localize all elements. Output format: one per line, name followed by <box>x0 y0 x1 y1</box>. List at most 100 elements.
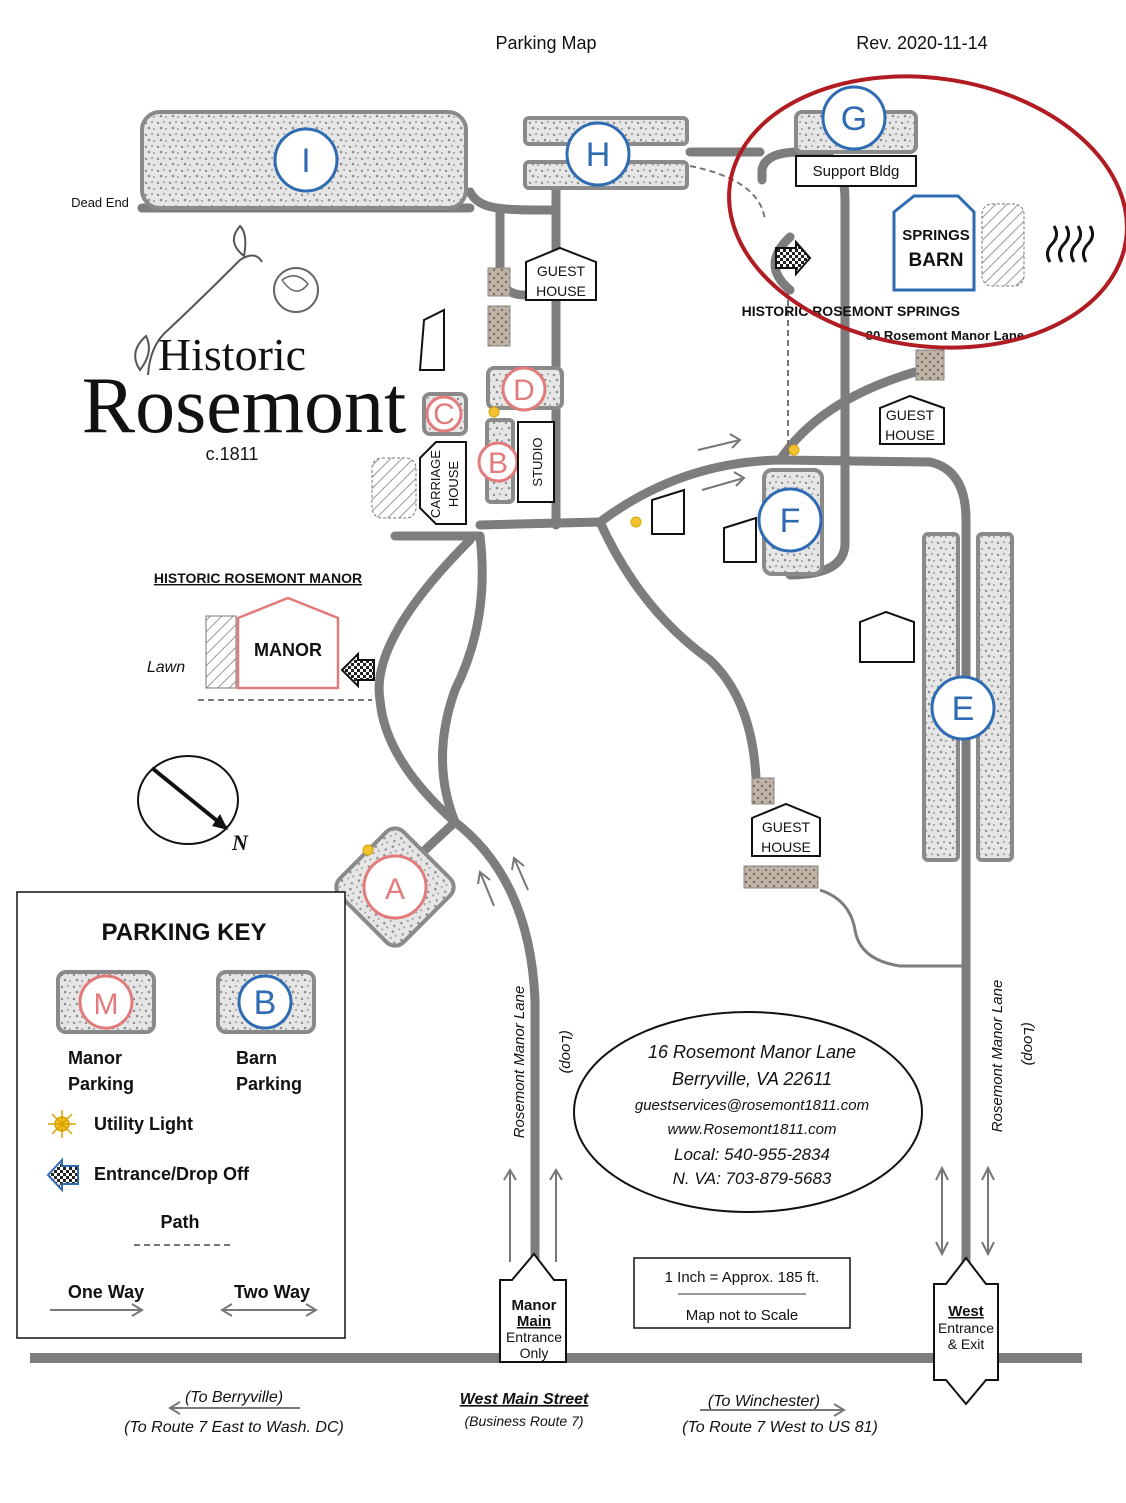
svg-text:Entrance/Drop Off: Entrance/Drop Off <box>94 1164 250 1184</box>
patio <box>981 203 1025 287</box>
path-dashed-top <box>689 165 766 221</box>
svg-text:Path: Path <box>160 1212 199 1232</box>
svg-text:B: B <box>254 984 277 1022</box>
svg-text:Main: Main <box>517 1313 551 1330</box>
svg-text:West: West <box>948 1303 984 1320</box>
lot-C[interactable]: C <box>422 392 468 436</box>
logo-rosemont: Rosemont <box>82 362 406 450</box>
one-way-arrows <box>477 433 746 1262</box>
svg-text:Entrance: Entrance <box>938 1320 994 1336</box>
svg-text:A: A <box>385 873 405 906</box>
small-building <box>723 516 757 563</box>
svg-text:I: I <box>301 142 310 180</box>
street-route: (Business Route 7) <box>464 1413 583 1429</box>
svg-text:Parking: Parking <box>68 1074 134 1094</box>
svg-text:STUDIO: STUDIO <box>530 437 545 486</box>
svg-text:GUEST: GUEST <box>762 819 811 835</box>
svg-text:F: F <box>780 502 801 540</box>
lot-H[interactable]: H <box>523 116 689 190</box>
svg-text:CARRIAGE: CARRIAGE <box>428 450 443 518</box>
rosemont-logo: Historic Rosemont c.1811 <box>82 224 406 464</box>
logo-historic: Historic <box>158 329 306 380</box>
svg-text:GUEST: GUEST <box>537 263 586 279</box>
two-way-arrows <box>935 1165 995 1257</box>
svg-text:& Exit: & Exit <box>948 1336 985 1352</box>
manor-building: MANOR <box>236 596 340 690</box>
entrance-icon <box>775 239 812 277</box>
carriage-house: CARRIAGE HOUSE <box>419 441 467 525</box>
svg-text:G: G <box>841 100 867 138</box>
guest-house-top: GUEST HOUSE <box>525 246 597 301</box>
lawn-area <box>205 615 237 689</box>
guest-house-bottom: GUEST HOUSE <box>751 802 821 857</box>
manor-title: HISTORIC ROSEMONT MANOR <box>154 570 362 586</box>
svg-text:GUEST: GUEST <box>886 407 935 423</box>
to-winchester: (To Winchester) <box>708 1393 820 1410</box>
svg-text:Parking: Parking <box>236 1074 302 1094</box>
svg-text:Entrance: Entrance <box>506 1329 562 1345</box>
east-arrow <box>700 1403 846 1417</box>
phone-nva: N. VA: 703-879-5683 <box>673 1169 832 1188</box>
contact-info: 16 Rosemont Manor Lane Berryville, VA 22… <box>573 1011 923 1213</box>
scale-box: 1 Inch = Approx. 185 ft. Map not to Scal… <box>633 1257 851 1329</box>
key-title: PARKING KEY <box>102 919 267 946</box>
lot-B[interactable]: B <box>477 418 519 504</box>
svg-text:Only: Only <box>520 1345 549 1361</box>
svg-text:B: B <box>488 447 508 480</box>
svg-text:HOUSE: HOUSE <box>885 427 935 443</box>
springs-address: 80 Rosemont Manor Lane <box>866 328 1024 343</box>
svg-text:1 Inch = Approx. 185 ft.: 1 Inch = Approx. 185 ft. <box>665 1269 820 1286</box>
lot-E[interactable]: E <box>922 532 1014 862</box>
address-line2: Berryville, VA 22611 <box>672 1069 832 1089</box>
svg-text:Manor: Manor <box>68 1048 122 1068</box>
north-compass: N <box>137 755 249 855</box>
small-building <box>418 308 445 371</box>
dead-end-label: Dead End <box>71 195 129 210</box>
small-lot <box>743 865 819 889</box>
lot-F[interactable]: F <box>757 468 824 576</box>
parking-key: PARKING KEY M B Manor Parking Barn Parki… <box>16 891 346 1339</box>
lane-label-right: Rosemont Manor Lane <box>989 980 1006 1133</box>
utility-light-icon <box>48 1110 76 1138</box>
to-us81: (To Route 7 West to US 81) <box>682 1419 878 1436</box>
small-building <box>859 610 915 663</box>
small-lot <box>751 777 775 805</box>
street-name: West Main Street <box>460 1391 589 1408</box>
address-line1: 16 Rosemont Manor Lane <box>648 1042 856 1062</box>
path-to-guest-house <box>819 888 966 968</box>
lot-A[interactable]: A <box>331 823 458 950</box>
small-lot <box>487 305 511 347</box>
patio <box>371 457 417 519</box>
north-label: N <box>231 830 249 855</box>
map-title: Parking Map <box>495 33 596 53</box>
lane-label-left: Rosemont Manor Lane <box>511 986 528 1139</box>
small-building <box>651 488 685 535</box>
website: www.Rosemont1811.com <box>668 1121 837 1138</box>
svg-text:SPRINGS: SPRINGS <box>902 227 970 244</box>
svg-text:M: M <box>94 988 119 1021</box>
utility-light-icon <box>362 406 800 856</box>
springs-title: HISTORIC ROSEMONT SPRINGS <box>742 303 960 319</box>
springs-icon <box>1045 225 1095 263</box>
support-building: Support Bldg <box>795 155 917 187</box>
to-dc: (To Route 7 East to Wash. DC) <box>124 1419 344 1436</box>
loop-label-right: (Loop) <box>1020 1022 1037 1065</box>
entrance-icon <box>340 651 375 689</box>
svg-text:HOUSE: HOUSE <box>536 283 586 299</box>
studio: STUDIO <box>517 421 555 503</box>
entrance-icon <box>46 1157 79 1193</box>
lot-I[interactable]: I <box>140 110 468 210</box>
svg-text:HOUSE: HOUSE <box>446 461 461 508</box>
svg-text:Manor: Manor <box>512 1297 557 1314</box>
lot-D[interactable]: D <box>486 366 564 412</box>
lot-G[interactable]: G <box>794 85 918 154</box>
svg-text:BARN: BARN <box>909 250 964 271</box>
svg-text:Two Way: Two Way <box>234 1282 310 1302</box>
svg-text:HOUSE: HOUSE <box>761 839 811 855</box>
manor-entrance: Manor Main Entrance Only <box>499 1252 567 1363</box>
svg-text:MANOR: MANOR <box>254 640 322 660</box>
loop-label-left: (Loop) <box>558 1030 575 1073</box>
springs-barn: SPRINGS BARN <box>892 194 976 292</box>
svg-text:Map not to Scale: Map not to Scale <box>686 1307 799 1324</box>
